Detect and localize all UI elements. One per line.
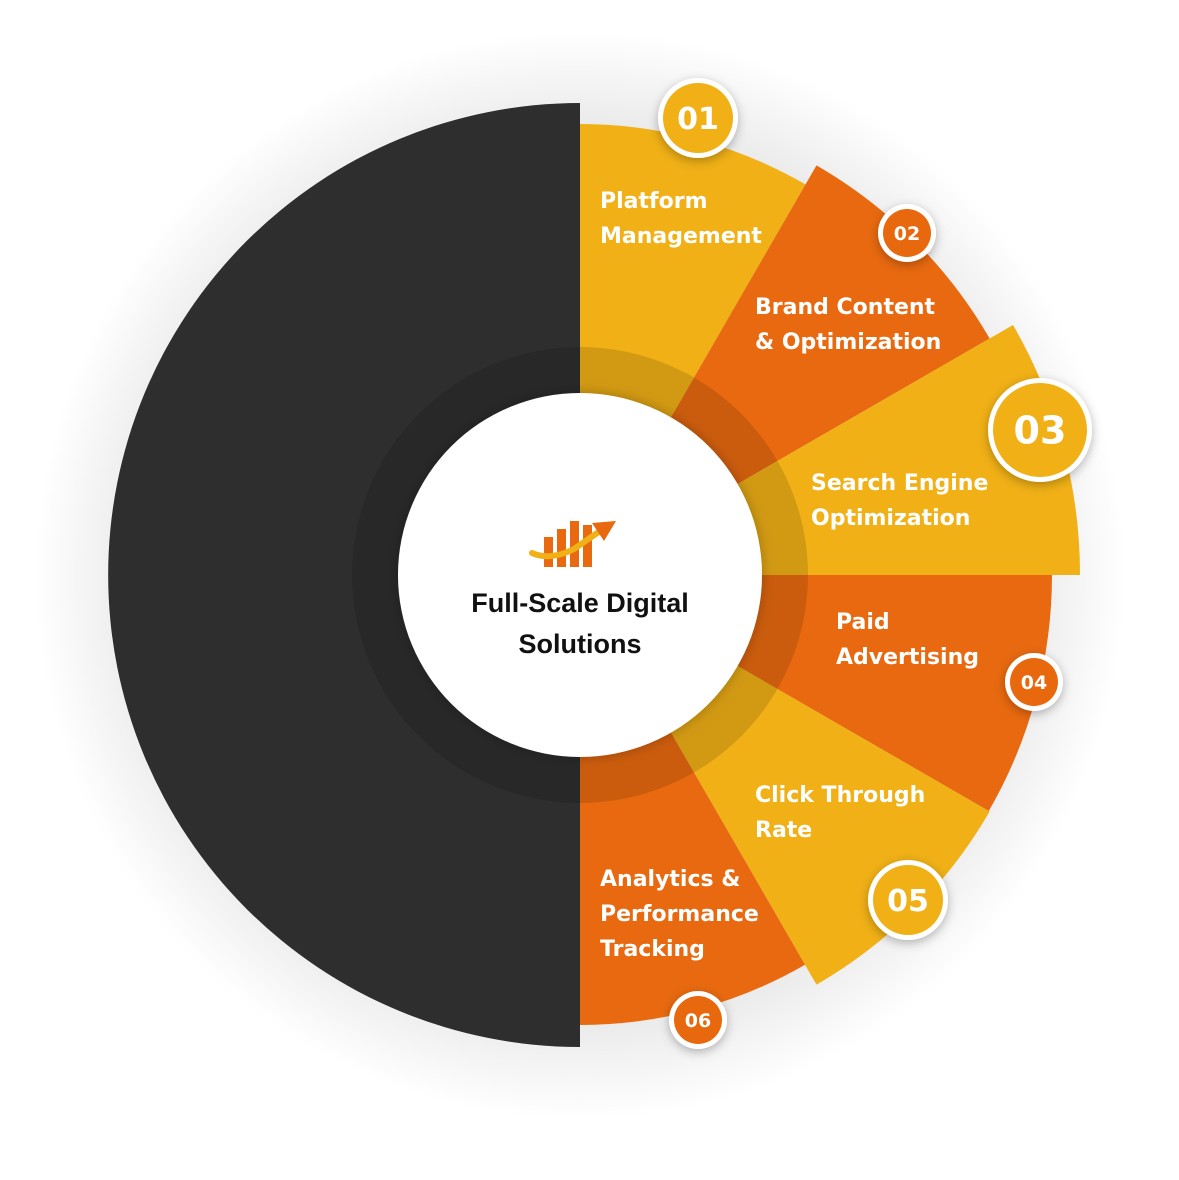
segment-06-label-line2: Performance xyxy=(600,902,759,927)
segment-05-label-line1: Click Through xyxy=(755,783,925,808)
dark-half-disc xyxy=(108,103,580,1047)
badge-01: 01 xyxy=(658,78,738,158)
badge-04-fill xyxy=(1010,658,1058,706)
center-disc xyxy=(398,393,762,757)
segment-02-label-line2: & Optimization xyxy=(755,330,941,355)
center-title-line1: Full-Scale Digital xyxy=(471,588,689,618)
segment-04-label-line2: Advertising xyxy=(836,645,979,670)
badge-01-fill xyxy=(663,83,733,153)
badge-03: 03 xyxy=(988,378,1092,482)
badge-06-number: 06 xyxy=(685,1010,711,1032)
badges-layer: 01 02 03 04 05 06 xyxy=(658,78,1092,1049)
badge-03-fill xyxy=(993,383,1087,477)
badge-05-number: 05 xyxy=(887,884,929,919)
badge-05-fill xyxy=(873,865,943,935)
segment-05-label-line2: Rate xyxy=(755,818,812,843)
badge-06-fill xyxy=(674,996,722,1044)
badge-03-number: 03 xyxy=(1014,409,1067,453)
badge-02-fill xyxy=(883,209,931,257)
segment-02-label-line1: Brand Content xyxy=(755,295,936,320)
segment-03-label-line2: Optimization xyxy=(811,506,970,531)
badge-04: 04 xyxy=(1005,653,1063,711)
segment-06-label-line3: Tracking xyxy=(600,937,705,962)
badge-06: 06 xyxy=(669,991,727,1049)
growth-chart-arrow-icon xyxy=(529,521,616,567)
center-title-line2: Solutions xyxy=(519,629,642,659)
segment-06-label-line1: Analytics & xyxy=(600,867,740,892)
segment-03-label-line1: Search Engine xyxy=(811,471,988,496)
segment-04-label-line1: Paid xyxy=(836,610,890,635)
badge-02-number: 02 xyxy=(894,223,920,245)
segment-01-label-line2: Management xyxy=(600,224,762,249)
badge-05: 05 xyxy=(868,860,948,940)
segment-01-label-line1: Platform xyxy=(600,189,708,214)
badge-01-number: 01 xyxy=(677,102,719,137)
badge-04-number: 04 xyxy=(1021,672,1047,694)
badge-02: 02 xyxy=(878,204,936,262)
